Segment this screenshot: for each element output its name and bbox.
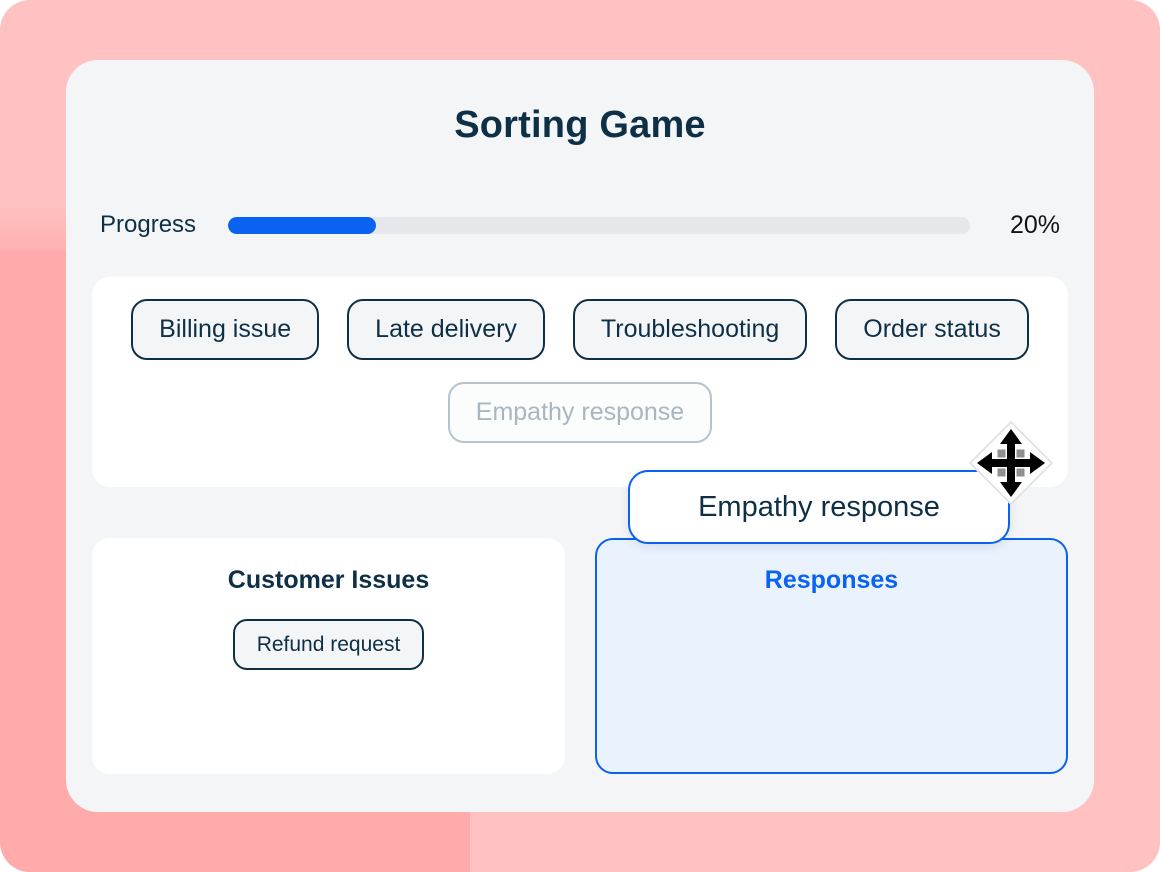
drop-zone-title: Responses — [764, 566, 899, 594]
drop-zone-title: Customer Issues — [227, 566, 430, 594]
page-title: Sorting Game — [454, 104, 706, 146]
word-bank-chip[interactable]: Empathy response — [447, 382, 713, 443]
drop-zone-items: Refund request — [94, 619, 563, 670]
word-bank-chip[interactable]: Late delivery — [347, 299, 545, 360]
word-bank-chip[interactable]: Billing issue — [131, 299, 320, 360]
dragged-chip-empathy-response[interactable]: Empathy response — [628, 470, 1010, 544]
progress-label: Progress — [100, 211, 197, 238]
app-card: Sorting Game Progress 20% Billing issue L… — [66, 60, 1094, 812]
word-bank-panel[interactable]: Billing issue Late delivery Troubleshootin… — [92, 277, 1068, 487]
drop-zone[interactable]: Responses — [595, 538, 1068, 774]
progress-bar-fill — [228, 216, 377, 234]
progress-row: Progress 20% — [100, 205, 1060, 245]
word-bank-chip[interactable]: Order status — [835, 299, 1029, 360]
progress-bar-track — [228, 216, 970, 234]
dropped-chip[interactable]: Refund request — [232, 619, 425, 670]
progress-percentage: 20% — [1009, 210, 1060, 239]
word-bank-chip[interactable]: Troubleshooting — [572, 299, 808, 360]
